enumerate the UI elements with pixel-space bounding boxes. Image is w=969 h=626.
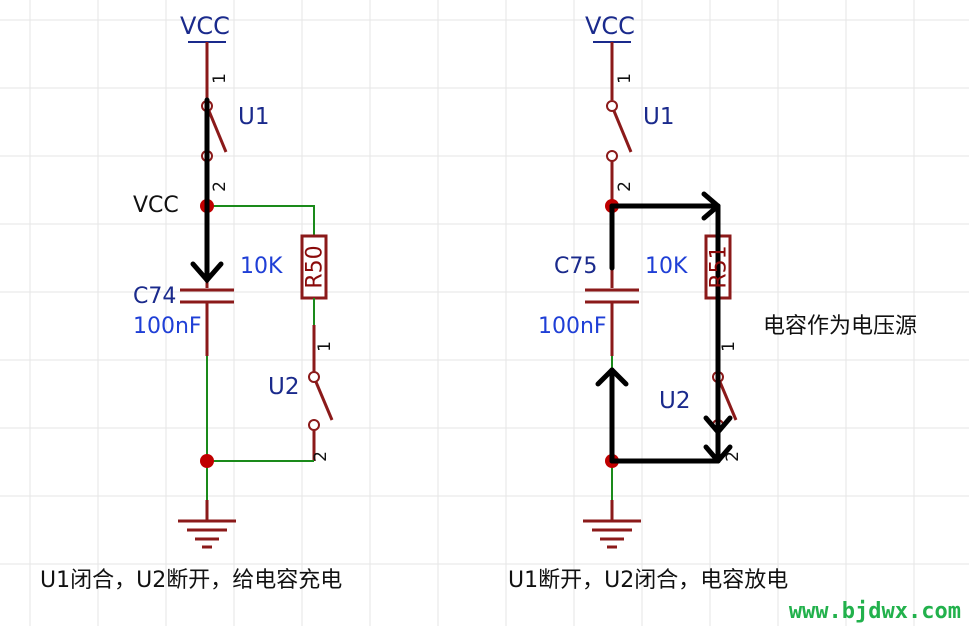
capacitor-value-left: 100nF — [133, 314, 202, 339]
capacitor-name-right: C75 — [554, 254, 598, 279]
capacitor-value-right: 100nF — [538, 314, 607, 339]
watermark: www.bjdwx.com — [788, 599, 961, 624]
switch-u2-left — [308, 371, 334, 461]
ground-right — [583, 500, 641, 549]
vcc-node-label-left: VCC — [133, 193, 179, 218]
switch-u2-label-left: U2 — [268, 374, 300, 400]
resistor-name-right: R51 — [706, 245, 732, 289]
u2-pin1-right: 1 — [718, 341, 739, 352]
left-circuit — [178, 41, 334, 549]
note-voltage-source: 电容作为电压源 — [763, 314, 918, 339]
switch-u1-right — [606, 80, 633, 200]
u2-pin1-left: 1 — [314, 341, 335, 352]
vcc-top-label-left: VCC — [180, 12, 230, 40]
u2-pin2-left: 2 — [310, 451, 331, 462]
capacitor-name-left: C74 — [133, 284, 177, 309]
resistor-value-right: 10K — [645, 254, 688, 279]
resistor-name-left: R50 — [302, 245, 328, 289]
u1-pin2-left: 2 — [209, 181, 230, 192]
charge-current-arrow — [190, 97, 224, 284]
discharge-current-loop — [595, 191, 733, 464]
vcc-top-label-right: VCC — [585, 12, 635, 40]
ground-left — [178, 500, 236, 549]
u1-pin2-right: 2 — [614, 181, 635, 192]
u1-pin1-left: 1 — [209, 73, 230, 84]
wire-left-top — [207, 205, 315, 236]
u2-pin2-right: 2 — [722, 451, 743, 462]
caption-left: U1闭合，U2断开，给电容充电 — [40, 568, 343, 593]
switch-u2-label-right: U2 — [659, 388, 691, 414]
resistor-value-left: 10K — [240, 254, 283, 279]
node-left-bottom — [200, 454, 214, 468]
switch-u1-label-right: U1 — [643, 104, 675, 130]
u1-pin1-right: 1 — [614, 73, 635, 84]
switch-u1-label-left: U1 — [238, 104, 270, 130]
caption-right: U1断开，U2闭合，电容放电 — [508, 568, 789, 593]
right-circuit — [583, 41, 738, 549]
